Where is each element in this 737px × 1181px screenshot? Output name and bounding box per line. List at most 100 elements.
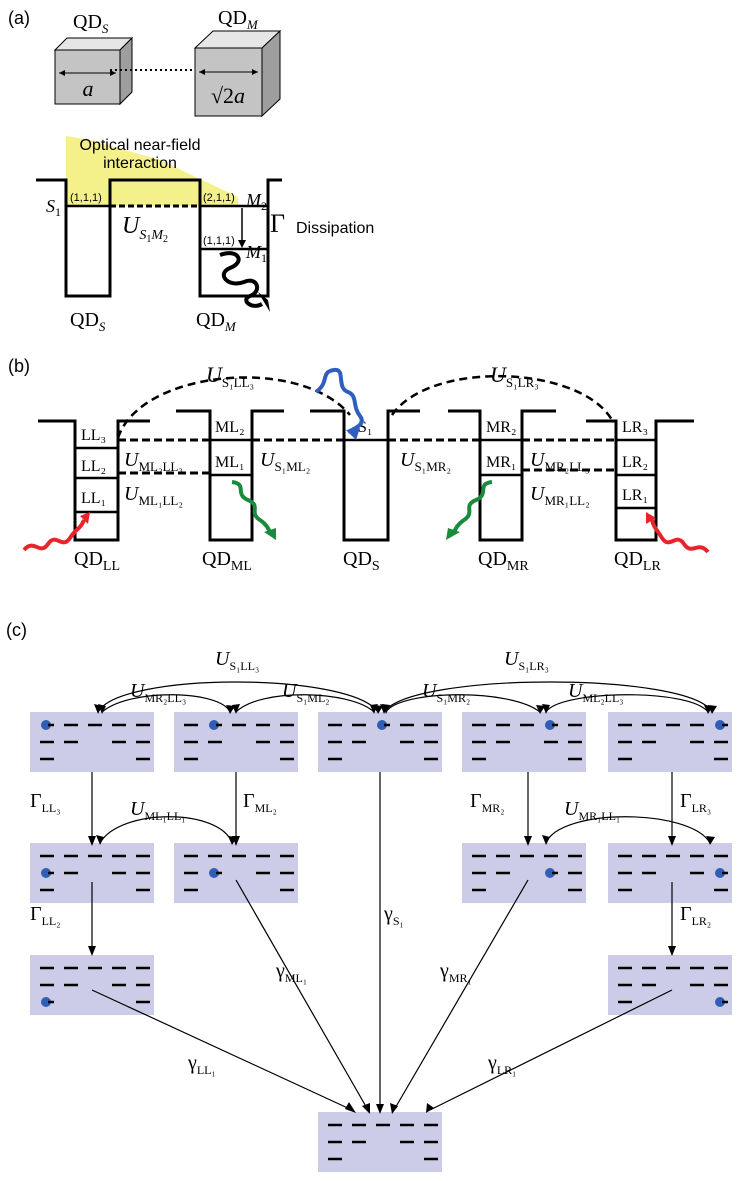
coupling-label: US1M2: [122, 213, 168, 245]
gamma-lr2: ΓLR₂: [680, 903, 711, 928]
state-mr2: [462, 712, 586, 772]
arc-left-label: US₁LL₃: [206, 362, 254, 390]
u-mr1ll2-label: UMR₁LL₂: [530, 483, 590, 508]
arc-s1-ll3: [116, 376, 351, 439]
y-ll1: γLL₁: [187, 1052, 216, 1077]
level-lr3: LR₃: [622, 419, 648, 436]
state-lr1: [608, 955, 732, 1015]
photon-green-left-head: [264, 528, 276, 540]
electron-dot: [41, 720, 51, 730]
state-ll1: [30, 955, 154, 1015]
electron-dot: [715, 868, 725, 878]
photon-in-right-head: [646, 512, 656, 524]
gamma-mr2: ΓMR₂: [470, 790, 504, 815]
well-ll: [38, 419, 150, 542]
photon-blue-head: [346, 428, 360, 440]
state-lr2: [608, 843, 732, 903]
dissipation-wavy-arrow: [219, 251, 264, 308]
y-lr1: γLR₁: [487, 1052, 516, 1077]
gamma-ll2: ΓLL₂: [30, 903, 60, 928]
m1-label: M1: [245, 242, 267, 265]
gamma-ml2: ΓML₂: [243, 790, 277, 815]
m2-label: M2: [245, 190, 267, 213]
electron-dot: [545, 868, 555, 878]
relaxation-arrowhead: [238, 240, 246, 248]
photon-in-left-head: [80, 512, 90, 524]
level-ll2: LL₂: [81, 458, 106, 475]
photon-blue: [314, 367, 364, 434]
level-lr1: LR₁: [622, 487, 648, 504]
well-profile: [36, 178, 282, 298]
qd-m-top-label: QDM: [218, 7, 259, 32]
relaxation-arrows-c: [91, 772, 673, 952]
qd-ll-label: QDLL: [74, 548, 120, 574]
u-s1ll3-c: US₁LL₃: [215, 648, 259, 673]
photon-green-right: [452, 480, 493, 533]
panel-c-label: (c): [6, 620, 27, 640]
u-mr1ll1-c: UMR₁LL₁: [564, 798, 620, 823]
optical-label-line2: interaction: [103, 155, 177, 172]
u-s1lr3-c: US₁LR₃: [504, 648, 549, 673]
level-mr2: MR₂: [486, 419, 516, 436]
state-ll3: [30, 712, 154, 772]
qd-s-label: QDS: [343, 548, 380, 574]
dashed-couplings-b: [118, 438, 616, 475]
cube-qd-m: √2a: [193, 29, 282, 118]
levels-b: [75, 438, 656, 514]
optical-label-line1: Optical near-field: [80, 137, 201, 154]
panel-c: (c): [6, 620, 732, 1172]
s1-label: S1: [46, 196, 61, 219]
well-lr: [586, 419, 694, 542]
gamma-ll3: ΓLL₃: [30, 790, 60, 815]
level-ll3: LL₃: [81, 427, 106, 444]
electron-dot: [377, 720, 387, 730]
u-mr2ll3-label: UMR₂LL₃: [530, 449, 590, 474]
level-m2-label: (2,1,1): [203, 192, 235, 204]
qd-ml-label: QDML: [202, 548, 252, 574]
panel-a: (a) a QDS √2a QDM Optical near-field: [8, 7, 374, 334]
electron-dot: [41, 868, 51, 878]
qd-mr-label: QDMR: [478, 548, 529, 574]
well-mr: [448, 409, 556, 542]
electron-dot: [209, 720, 219, 730]
electron-dot: [715, 997, 725, 1007]
well-s: [310, 409, 420, 542]
level-lr2: LR₂: [622, 454, 648, 471]
u-ml2ll3-label: UML₂LL₃: [124, 449, 183, 474]
dissipation-label: Dissipation: [296, 220, 374, 237]
electron-dot: [209, 868, 219, 878]
state-boxes: [30, 712, 732, 1172]
arc-s1-lr3: [390, 374, 614, 421]
decay-arrowheads-c: [345, 1102, 434, 1114]
qd-s-top-label: QDS: [73, 11, 109, 36]
u-ml2ll3-c: UML₂LL₃: [568, 680, 623, 705]
size-s-label: a: [83, 76, 94, 101]
state-mr1: [462, 843, 586, 903]
state-s1: [318, 712, 442, 772]
level-ml2: ML₂: [215, 419, 245, 436]
y-mr1: γMR₁: [439, 960, 472, 985]
cube-qd-s: a: [53, 36, 134, 106]
electron-dot: [41, 997, 51, 1007]
qd-lr-label: QDLR: [614, 548, 661, 574]
panel-b-label: (b): [8, 356, 30, 376]
top-arc-arrowheads: [94, 704, 717, 845]
well-ml: [176, 409, 284, 542]
qd-m-bottom-label: QDM: [196, 309, 237, 334]
state-lr3: [608, 712, 732, 772]
panel-b: (b) US₁LL₃ US₁LR₃: [8, 356, 710, 574]
decay-lines-c: [91, 772, 673, 1111]
state-ml2: [174, 712, 298, 772]
u-s1mr2-c: US₁MR₂: [422, 680, 470, 705]
level-mr1: MR₁: [486, 454, 516, 471]
top-coupling-arcs: [97, 681, 713, 844]
size-m-label: √2a: [211, 83, 245, 108]
panel-a-label: (a): [8, 8, 30, 28]
level-ml1: ML₁: [215, 454, 245, 471]
u-s1mr2-label: US₁MR₂: [400, 449, 451, 474]
photon-in-left: [22, 519, 86, 552]
photon-green-right-head: [446, 528, 460, 540]
photon-in-right: [650, 519, 710, 554]
level-m1-label: (1,1,1): [203, 235, 235, 247]
